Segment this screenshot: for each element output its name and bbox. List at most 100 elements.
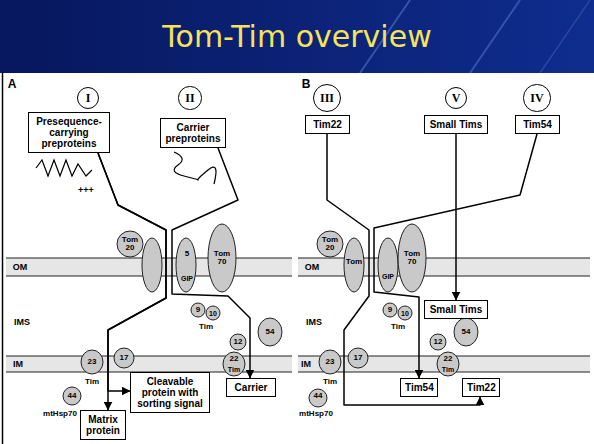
label-box: Tim54 (400, 378, 438, 397)
label-text: Tom 70 (404, 249, 420, 266)
part-label: Tim (442, 366, 454, 373)
import-arrow (172, 148, 250, 378)
part-label: Tim (323, 378, 337, 386)
label-text: Tim (442, 366, 454, 373)
roman-numeral-circle: II (178, 86, 201, 109)
label-text: 44 (68, 391, 77, 400)
label-box: Tim22 (462, 378, 500, 397)
label-text: IM (13, 359, 23, 369)
part-label: 12 (434, 338, 443, 346)
part-label: Tom 70 (403, 250, 421, 266)
tim22-protein (437, 352, 459, 376)
part-label: A (8, 78, 17, 90)
decor-line (540, 0, 590, 73)
part-label: GIP (382, 273, 394, 280)
label-text: mtHsp70 (43, 409, 77, 418)
label-text: GIP (382, 273, 394, 280)
roman-numeral-circle: III (313, 84, 341, 112)
outer-membrane (298, 258, 590, 276)
import-arrow (327, 134, 480, 405)
label-text: +++ (78, 185, 94, 195)
part-label: Tom 20 (321, 236, 339, 252)
label-text: IMS (306, 317, 322, 327)
tim23-protein (319, 350, 341, 374)
label-box: Small Tims (424, 300, 488, 319)
roman-numeral-circle: IV (523, 84, 550, 111)
part-label: IM (301, 360, 311, 369)
part-label: OM (13, 263, 28, 272)
part-label: 22 (444, 355, 453, 363)
label-text: A (8, 77, 17, 91)
part-label: 9 (388, 306, 392, 314)
title-bar (0, 0, 594, 73)
part-label: 22 (230, 355, 239, 363)
label-text: 12 (434, 337, 443, 346)
label-text: 17 (120, 353, 129, 362)
box-text: III (320, 92, 334, 104)
box-text: Matrix protein (85, 414, 121, 436)
label-text: 22 (444, 354, 453, 363)
part-label: 17 (120, 354, 129, 362)
carrier-chain (174, 152, 216, 184)
roman-numeral-circle: V (445, 87, 468, 110)
part-label: 9 (196, 306, 200, 314)
membrane-line (298, 275, 590, 276)
tim17-protein (348, 348, 368, 368)
label-text: 22 (230, 354, 239, 363)
part-label: Tim (391, 323, 405, 331)
inner-membrane (6, 356, 292, 372)
tim10-protein (398, 306, 412, 320)
part-label: Tom 20 (121, 236, 139, 252)
part-label: 23 (326, 358, 335, 366)
part-label: 5 (185, 250, 189, 258)
label-text: 9 (388, 305, 392, 314)
tim9-protein (191, 303, 205, 317)
tom-pore (176, 238, 196, 292)
tom70-protein (208, 224, 236, 292)
tim23-protein (81, 350, 103, 374)
part-label: Tom (346, 258, 362, 266)
import-arrow (374, 134, 537, 378)
box-text: Tim22 (310, 119, 345, 130)
tom20-protein (117, 231, 143, 257)
part-label: B (302, 78, 311, 90)
label-text: Tim (199, 322, 213, 331)
label-text: GIP (181, 275, 193, 282)
label-box: Tim22 (305, 115, 350, 134)
part-label: +++ (78, 186, 94, 195)
figure-ground (2, 73, 594, 444)
label-text: IM (301, 359, 311, 369)
slide-title: Tom-Tim overview (162, 19, 431, 54)
label-box: Carrier preproteins (160, 118, 226, 148)
decor-line (470, 0, 520, 73)
part-label: Tom 70 (213, 250, 231, 266)
box-text: Tim54 (405, 382, 433, 393)
part-label: 54 (266, 328, 275, 336)
box-text: Tim22 (467, 382, 495, 393)
label-text: Tim (323, 377, 337, 386)
box-text: Cleavable protein with sorting signal (135, 376, 205, 409)
tim44-protein (309, 389, 327, 407)
box-text: V (452, 92, 461, 104)
label-text: 9 (196, 305, 200, 314)
import-arrow (98, 153, 166, 391)
tom-pore (378, 238, 398, 292)
label-box: Presequence-carrying preproteins (28, 112, 110, 153)
box-text: Tim54 (520, 119, 555, 130)
part-label: IMS (306, 318, 322, 327)
box-text: I (86, 92, 91, 104)
label-text: Tim (391, 322, 405, 331)
label-text: B (302, 77, 311, 91)
box-text: Presequence-carrying preproteins (33, 116, 105, 149)
label-text: OM (305, 262, 320, 272)
label-text: Tom 70 (214, 249, 230, 266)
part-label: 44 (68, 392, 77, 400)
presequence-chain (36, 160, 92, 176)
tim44-protein (63, 387, 81, 405)
label-box: Cleavable protein with sorting signal (130, 372, 210, 413)
part-label: GIP (181, 275, 193, 282)
tim9-protein (383, 303, 397, 317)
label-text: 23 (88, 357, 97, 366)
label-box: Small Tims (424, 115, 488, 134)
figure-border (2, 73, 4, 444)
